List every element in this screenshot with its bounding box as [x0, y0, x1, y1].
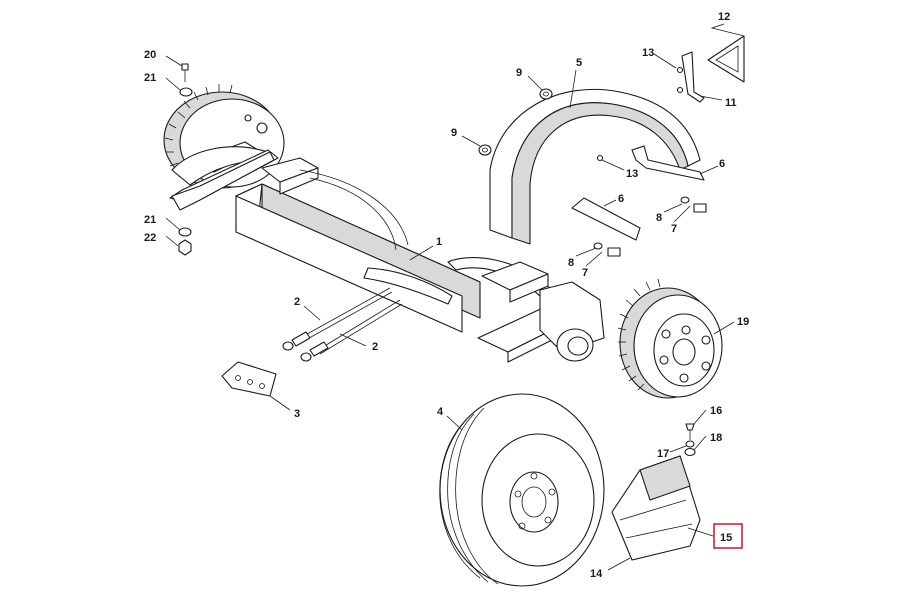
- callout-8-lower: 8: [568, 257, 574, 269]
- callout-1: 1: [436, 236, 442, 248]
- callout-21-upper: 21: [144, 72, 156, 84]
- callout-11: 11: [725, 97, 737, 109]
- highlight-box: [713, 523, 743, 549]
- washer-21-upper: [179, 87, 193, 97]
- axle-beam: [171, 151, 553, 333]
- right-brake-drum-19: [617, 278, 723, 399]
- callout-16: 16: [710, 405, 722, 417]
- callout-9-upper: 9: [516, 67, 522, 79]
- washer-21-lower: [178, 227, 192, 237]
- callouts: 1 2 2 3 4 5 6 6 7 7 8 8 9 9 11 12 13 13 …: [144, 11, 749, 580]
- callout-17: 17: [657, 448, 669, 460]
- callout-19: 19: [737, 316, 749, 328]
- callout-8-upper: 8: [656, 212, 662, 224]
- callout-3: 3: [294, 408, 300, 420]
- callout-21-lower: 21: [144, 214, 156, 226]
- callout-14: 14: [590, 568, 603, 580]
- leader-lines: [165, 23, 745, 571]
- right-hanger: [477, 261, 605, 363]
- callout-13-lower: 13: [626, 168, 638, 180]
- callout-9-lower: 9: [451, 127, 457, 139]
- callout-15: 15: [720, 532, 732, 544]
- cable-bracket-3: [221, 361, 277, 397]
- bolt-7-lower: [593, 242, 621, 257]
- reflector-bracket-11: [681, 51, 705, 103]
- callout-12: 12: [718, 11, 730, 23]
- callout-13-upper: 13: [642, 47, 654, 59]
- callout-7-upper: 7: [671, 223, 677, 235]
- bolt-7-upper: [680, 196, 707, 213]
- screw-16: [685, 423, 695, 440]
- callout-7-lower: 7: [582, 267, 588, 279]
- nut-22: [178, 239, 192, 256]
- washer-9-upper: [539, 88, 553, 100]
- washer-9-lower: [478, 144, 492, 156]
- rivet-13-upper: [676, 66, 684, 74]
- callout-18: 18: [710, 432, 722, 444]
- callout-20: 20: [144, 49, 156, 61]
- wheel-chock-14: [611, 455, 701, 561]
- washer-17: [685, 440, 695, 448]
- fender-bracket-upper: [631, 145, 705, 181]
- washer-18: [684, 447, 696, 457]
- reflector-12: [707, 35, 745, 83]
- callout-22: 22: [144, 232, 156, 244]
- brake-cable-2-upper: [282, 287, 393, 351]
- callout-6-upper: 6: [719, 158, 725, 170]
- callout-4: 4: [437, 406, 444, 418]
- callout-2-lower: 2: [372, 341, 378, 353]
- rivet-13-lower: [596, 154, 604, 162]
- tyre-wheel-4: [439, 393, 605, 587]
- bolt-20: [181, 63, 189, 82]
- brake-cable-2-lower: [300, 299, 403, 362]
- highlighted-callout-15[interactable]: 15: [713, 523, 743, 549]
- rivet-13-mid: [676, 86, 684, 94]
- callout-2-upper: 2: [294, 296, 300, 308]
- callout-6-lower: 6: [618, 193, 624, 205]
- callout-5: 5: [576, 57, 582, 69]
- fender-bracket-lower: [571, 197, 641, 241]
